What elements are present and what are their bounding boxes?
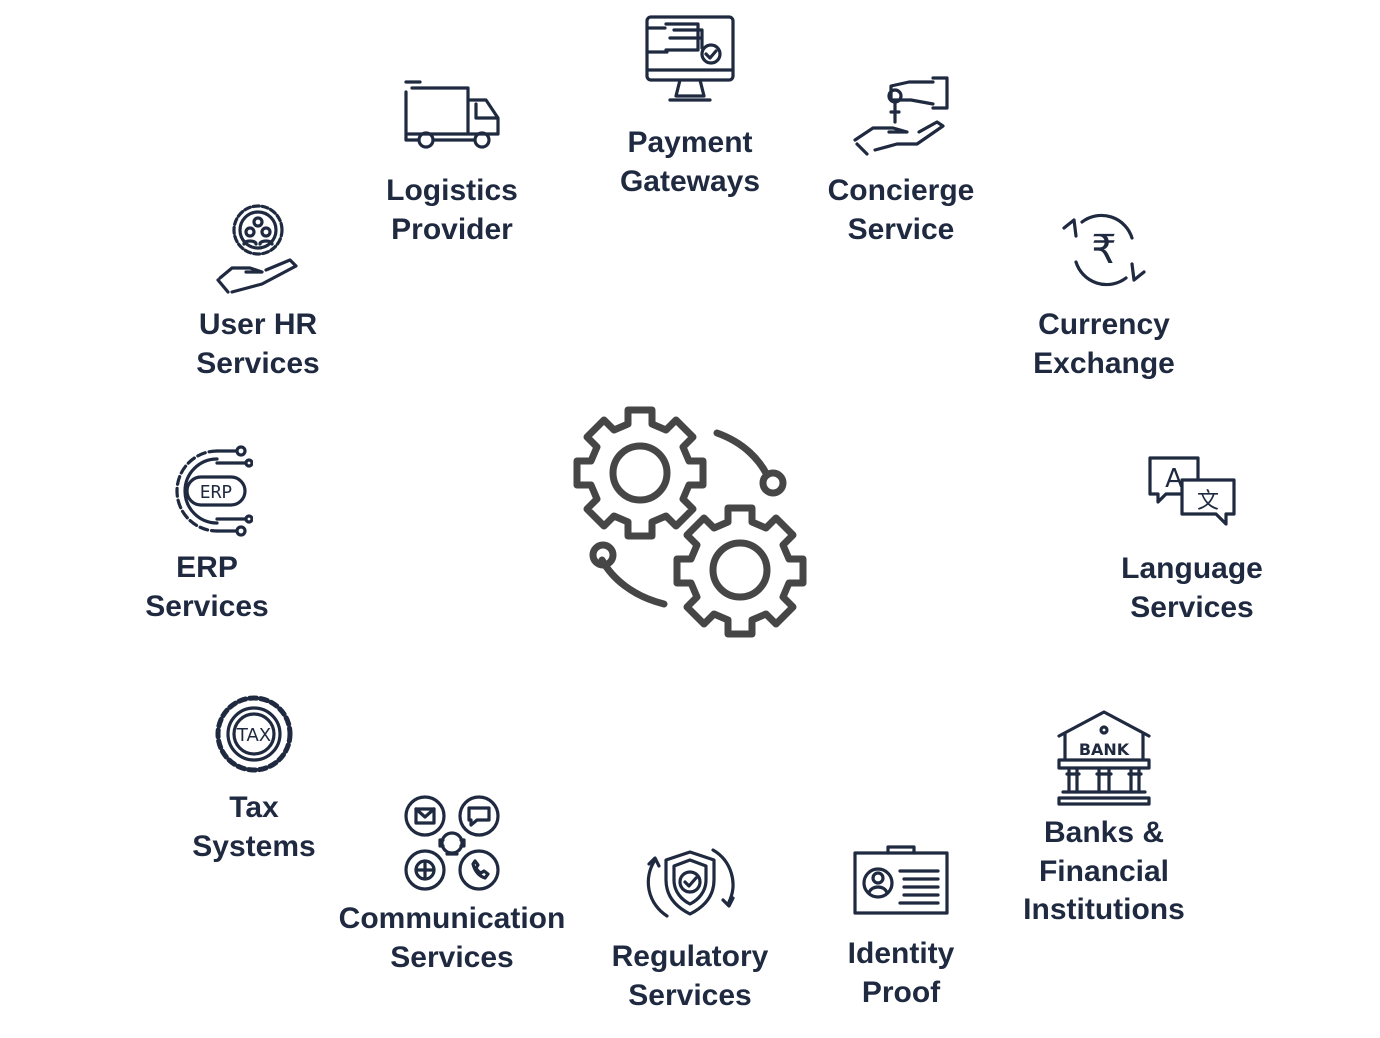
label-line: Exchange — [1033, 346, 1175, 380]
item-user-hr-services: User HR Services — [118, 200, 398, 383]
label-line: Payment — [627, 126, 753, 159]
rupee-symbol: ₹ — [1091, 227, 1116, 273]
label-line: Services — [628, 978, 752, 1012]
hand-gear-people-icon — [216, 204, 298, 294]
bank-icon: BANK — [1057, 710, 1151, 806]
label-line: Concierge — [827, 174, 975, 207]
label-line: Institutions — [1023, 893, 1185, 926]
label-line: ERP — [176, 551, 238, 584]
label-line: Services — [196, 346, 320, 380]
label-line: Banks & — [1043, 816, 1165, 849]
label-line: Language — [1121, 552, 1263, 585]
label-line: Currency — [1038, 308, 1170, 341]
label-line: Services — [1130, 590, 1254, 624]
item-erp-services: ERP ERP Services — [67, 443, 347, 626]
erp-badge: ERP — [200, 482, 233, 503]
rupee-exchange-icon: ₹ — [1062, 213, 1146, 287]
label-line: Provider — [391, 212, 513, 246]
gears-icon — [573, 406, 807, 638]
tax-badge: TAX — [236, 725, 271, 746]
label-line: Communication — [338, 902, 566, 935]
letter-a: A — [1165, 464, 1183, 494]
label-line: User HR — [198, 308, 318, 341]
label-line: Proof — [861, 975, 941, 1009]
label-line: Tax — [229, 791, 279, 824]
label-line: Financial — [1038, 854, 1170, 888]
label-line: Regulatory — [611, 940, 769, 973]
shield-check-icon — [646, 848, 735, 918]
truck-icon — [404, 80, 500, 149]
label-line: Identity — [847, 937, 955, 970]
letter-wen: 文 — [1197, 489, 1219, 514]
translate-icon: A 文 — [1148, 456, 1236, 526]
label-line: Services — [145, 589, 269, 623]
id-card-icon — [853, 845, 949, 915]
label-line: Services — [390, 940, 514, 974]
center-gears — [572, 400, 812, 645]
erp-gear-icon: ERP — [175, 445, 253, 537]
key-handover-icon — [853, 76, 949, 156]
monitor-card-icon — [645, 15, 735, 102]
label-line: Service — [847, 212, 955, 246]
bank-sign: BANK — [1079, 740, 1130, 759]
communication-icon — [404, 795, 500, 891]
label-line: Gateways — [619, 164, 761, 198]
label-line: Systems — [192, 829, 316, 863]
tax-gear-icon: TAX — [215, 695, 293, 773]
label-line: Logistics — [386, 174, 518, 207]
